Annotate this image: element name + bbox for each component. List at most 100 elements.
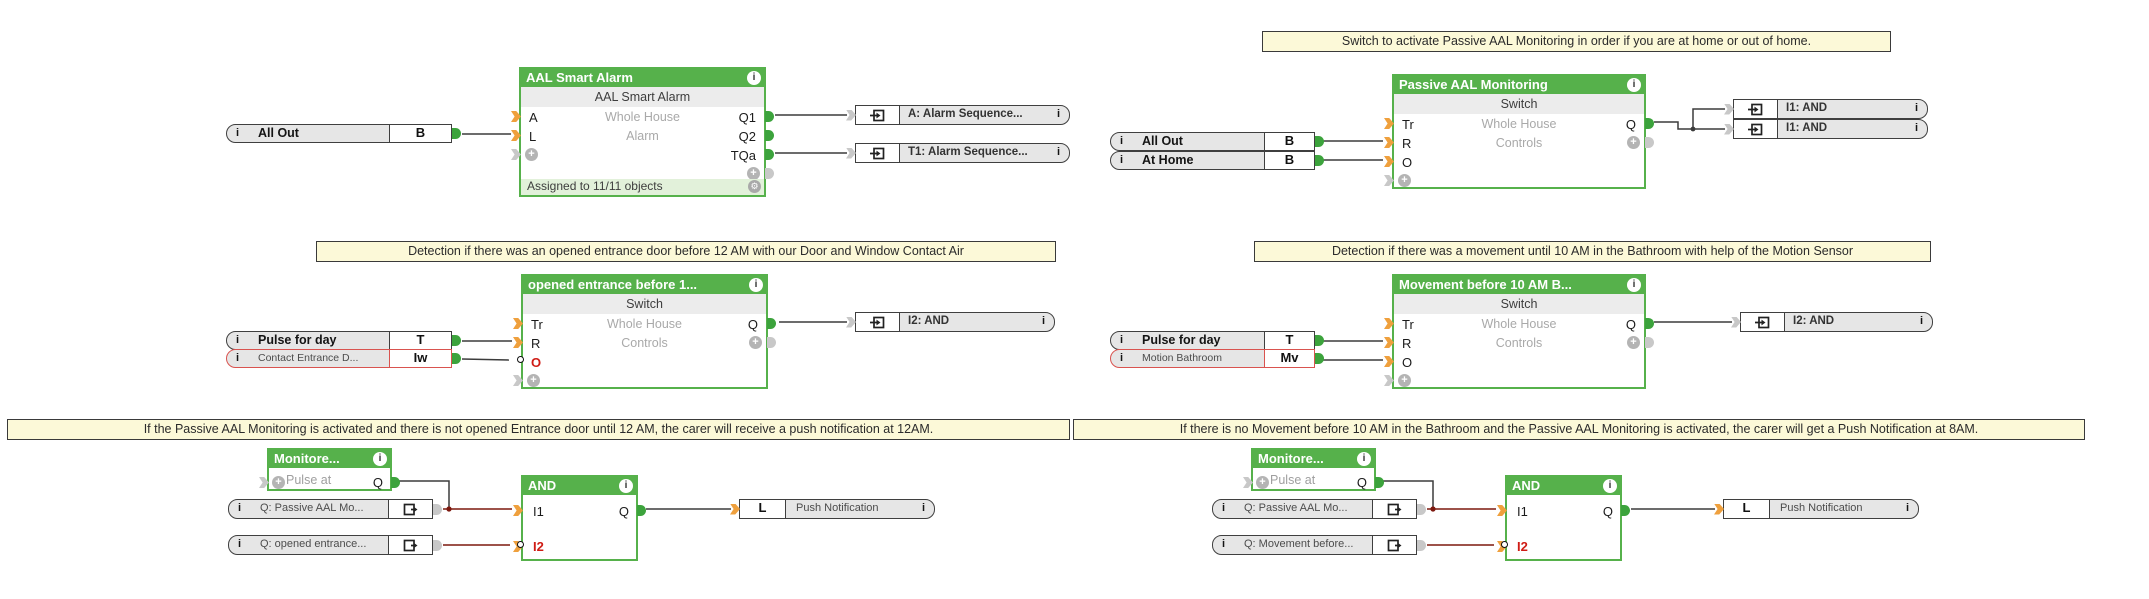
output-connector[interactable] bbox=[1315, 155, 1324, 166]
input-connector-unused[interactable] bbox=[511, 149, 521, 160]
input-pill-at-home[interactable]: i At Home B bbox=[1110, 151, 1324, 170]
output-connector[interactable] bbox=[765, 111, 774, 122]
info-icon[interactable]: i bbox=[1221, 502, 1226, 514]
info-icon[interactable]: i bbox=[1041, 315, 1046, 327]
ref-pill-a-alarm-sequence[interactable]: A: Alarm Sequence... i bbox=[846, 105, 1070, 125]
add-output-icon[interactable]: + bbox=[1627, 136, 1640, 149]
input-connector[interactable] bbox=[1384, 137, 1394, 148]
info-icon[interactable]: i bbox=[1119, 334, 1124, 346]
function-block-monitor-left[interactable]: Monitore...i + Pulse at Q bbox=[259, 448, 400, 491]
add-input-icon[interactable]: + bbox=[527, 374, 540, 387]
negation-ring[interactable] bbox=[1501, 541, 1508, 548]
info-icon[interactable]: i bbox=[1914, 102, 1919, 114]
add-output-icon[interactable]: + bbox=[1627, 336, 1640, 349]
info-icon[interactable]: i bbox=[1357, 451, 1371, 466]
input-pill-all-out-2[interactable]: i All Out B bbox=[1110, 132, 1324, 151]
input-connector[interactable] bbox=[1384, 356, 1394, 367]
ref-pill-i1-and-top[interactable]: I1: AND i bbox=[1724, 99, 1928, 119]
input-connector[interactable] bbox=[846, 109, 856, 121]
output-connector[interactable] bbox=[765, 149, 774, 160]
info-icon[interactable]: i bbox=[373, 451, 387, 466]
ref-pill-q-movement[interactable]: i Q: Movement before... bbox=[1212, 535, 1426, 555]
info-icon[interactable]: i bbox=[921, 502, 926, 514]
add-input-icon[interactable]: + bbox=[1256, 476, 1269, 489]
add-output-icon[interactable]: + bbox=[747, 167, 760, 180]
ref-pill-q-passive-left[interactable]: i Q: Passive AAL Mo... bbox=[228, 499, 442, 519]
add-input-icon[interactable]: + bbox=[1398, 374, 1411, 387]
input-connector[interactable] bbox=[1384, 318, 1394, 329]
gear-icon[interactable]: ⚙ bbox=[748, 180, 761, 193]
info-icon[interactable]: i bbox=[1056, 108, 1061, 120]
info-icon[interactable]: i bbox=[237, 502, 242, 514]
input-connector[interactable] bbox=[1724, 123, 1734, 135]
comment-movement-detection[interactable]: Detection if there was a movement until … bbox=[1254, 241, 1931, 262]
output-connector-unused[interactable] bbox=[767, 337, 776, 348]
comment-passive-switch[interactable]: Switch to activate Passive AAL Monitorin… bbox=[1262, 31, 1891, 52]
info-icon[interactable]: i bbox=[1119, 135, 1124, 147]
output-connector[interactable] bbox=[637, 505, 646, 516]
input-pill-pulse-for-day[interactable]: i Pulse for day T bbox=[226, 331, 461, 350]
ref-pill-i2-and-left[interactable]: I2: AND i bbox=[846, 312, 1055, 332]
info-icon[interactable]: i bbox=[1119, 352, 1124, 364]
info-icon[interactable]: i bbox=[1119, 154, 1124, 166]
output-connector[interactable] bbox=[391, 477, 400, 488]
output-connector[interactable] bbox=[1375, 477, 1384, 488]
output-connector[interactable] bbox=[1315, 136, 1324, 147]
info-icon[interactable]: i bbox=[1056, 146, 1061, 158]
ref-pill-q-opened-entrance[interactable]: i Q: opened entrance... bbox=[228, 535, 442, 555]
ref-pill-t1-alarm-sequence[interactable]: T1: Alarm Sequence... i bbox=[846, 143, 1070, 163]
input-pill-all-out[interactable]: i All Out B bbox=[226, 124, 461, 143]
input-connector[interactable] bbox=[511, 111, 521, 122]
input-connector[interactable] bbox=[513, 318, 523, 329]
output-connector[interactable] bbox=[452, 353, 461, 364]
input-connector[interactable] bbox=[1497, 505, 1507, 516]
ref-pill-i2-and-right[interactable]: I2: AND i bbox=[1731, 312, 1933, 332]
input-connector[interactable] bbox=[513, 337, 523, 348]
info-icon[interactable]: i bbox=[235, 352, 240, 364]
input-connector-unused[interactable] bbox=[513, 375, 523, 386]
output-connector[interactable] bbox=[1417, 539, 1426, 551]
ref-pill-q-passive-right[interactable]: i Q: Passive AAL Mo... bbox=[1212, 499, 1426, 519]
input-connector-unused[interactable] bbox=[1384, 175, 1394, 186]
output-connector[interactable] bbox=[452, 128, 461, 139]
ref-pill-i1-and-bottom[interactable]: I1: AND i bbox=[1724, 119, 1928, 139]
output-connector-unused[interactable] bbox=[1645, 137, 1654, 148]
input-connector[interactable] bbox=[1731, 316, 1741, 328]
output-connector[interactable] bbox=[765, 130, 774, 141]
info-icon[interactable]: i bbox=[1905, 502, 1910, 514]
output-pill-push-notification-left[interactable]: L Push Notification i bbox=[730, 499, 935, 519]
function-block-monitor-right[interactable]: Monitore...i + Pulse at Q bbox=[1243, 448, 1384, 491]
input-connector[interactable] bbox=[1724, 103, 1734, 115]
output-connector[interactable] bbox=[452, 335, 461, 346]
output-connector[interactable] bbox=[1645, 318, 1654, 329]
add-output-icon[interactable]: + bbox=[749, 336, 762, 349]
add-input-icon[interactable]: + bbox=[525, 148, 538, 161]
output-connector[interactable] bbox=[1315, 353, 1324, 364]
output-connector[interactable] bbox=[433, 503, 442, 515]
input-connector[interactable] bbox=[846, 147, 856, 159]
output-connector[interactable] bbox=[1645, 118, 1654, 129]
input-connector-unused[interactable] bbox=[1243, 477, 1253, 488]
info-icon[interactable]: i bbox=[235, 334, 240, 346]
info-icon[interactable]: i bbox=[619, 478, 633, 493]
info-icon[interactable]: i bbox=[1603, 478, 1617, 493]
input-pill-motion-bathroom[interactable]: i Motion Bathroom Mv bbox=[1110, 349, 1324, 368]
comment-push-8am[interactable]: If there is no Movement before 10 AM in … bbox=[1073, 419, 2085, 440]
output-connector-unused[interactable] bbox=[765, 168, 774, 179]
input-connector[interactable] bbox=[730, 503, 740, 515]
add-input-icon[interactable]: + bbox=[1398, 174, 1411, 187]
negation-ring[interactable] bbox=[517, 356, 524, 363]
info-icon[interactable]: i bbox=[1221, 538, 1226, 550]
info-icon[interactable]: i bbox=[237, 538, 242, 550]
info-icon[interactable]: i bbox=[747, 70, 761, 85]
input-connector[interactable] bbox=[1714, 503, 1724, 515]
output-pill-push-notification-right[interactable]: L Push Notification i bbox=[1714, 499, 1919, 519]
input-connector[interactable] bbox=[1384, 337, 1394, 348]
input-connector[interactable] bbox=[1384, 118, 1394, 129]
info-icon[interactable]: i bbox=[1914, 122, 1919, 134]
output-connector[interactable] bbox=[1315, 335, 1324, 346]
